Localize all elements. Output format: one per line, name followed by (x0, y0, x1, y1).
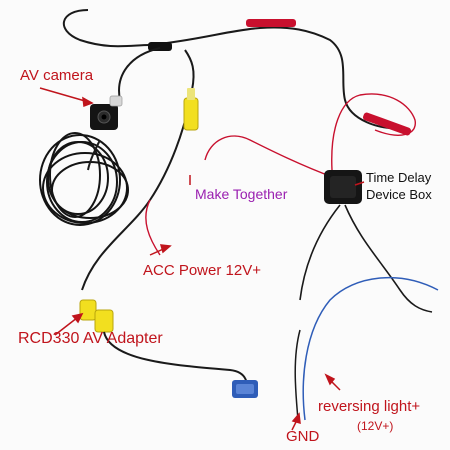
red-wire-end (362, 112, 412, 136)
blue-connector-icon (232, 380, 258, 398)
annotation-arrows (39, 87, 365, 431)
red-wire-left (204, 135, 336, 179)
label-rcd330: RCD330 AV Adapter (18, 330, 163, 347)
label-reversing-light: reversing light+ (318, 398, 421, 415)
label-device-box: Device Box (366, 187, 432, 202)
camera-wire (118, 47, 161, 101)
label-make-together: Make Together (195, 186, 288, 202)
label-time-delay: Time Delay (366, 170, 432, 185)
label-gnd: GND (286, 428, 320, 445)
box-icon (324, 170, 362, 204)
acc-red-wire (145, 199, 161, 256)
red-connector (246, 19, 296, 27)
top-left-wire (62, 9, 151, 48)
rca-connector-icon (79, 299, 114, 333)
camera-icon (90, 95, 123, 130)
rca-top-cable-up (184, 49, 195, 91)
top-main-wire (149, 26, 401, 130)
rca-connector-icon (183, 88, 199, 131)
label-av-camera: AV camera (20, 67, 94, 84)
coil-to-camera (87, 139, 101, 171)
box-output-wire (344, 204, 433, 313)
box-gnd-wire (299, 204, 341, 301)
cable-coil (39, 132, 129, 226)
label-acc-power: ACC Power 12V+ (143, 262, 261, 279)
reversing-wire-blue (302, 276, 439, 421)
gnd-wire-black (294, 329, 301, 421)
label-reversing-volt: (12V+) (357, 419, 394, 433)
